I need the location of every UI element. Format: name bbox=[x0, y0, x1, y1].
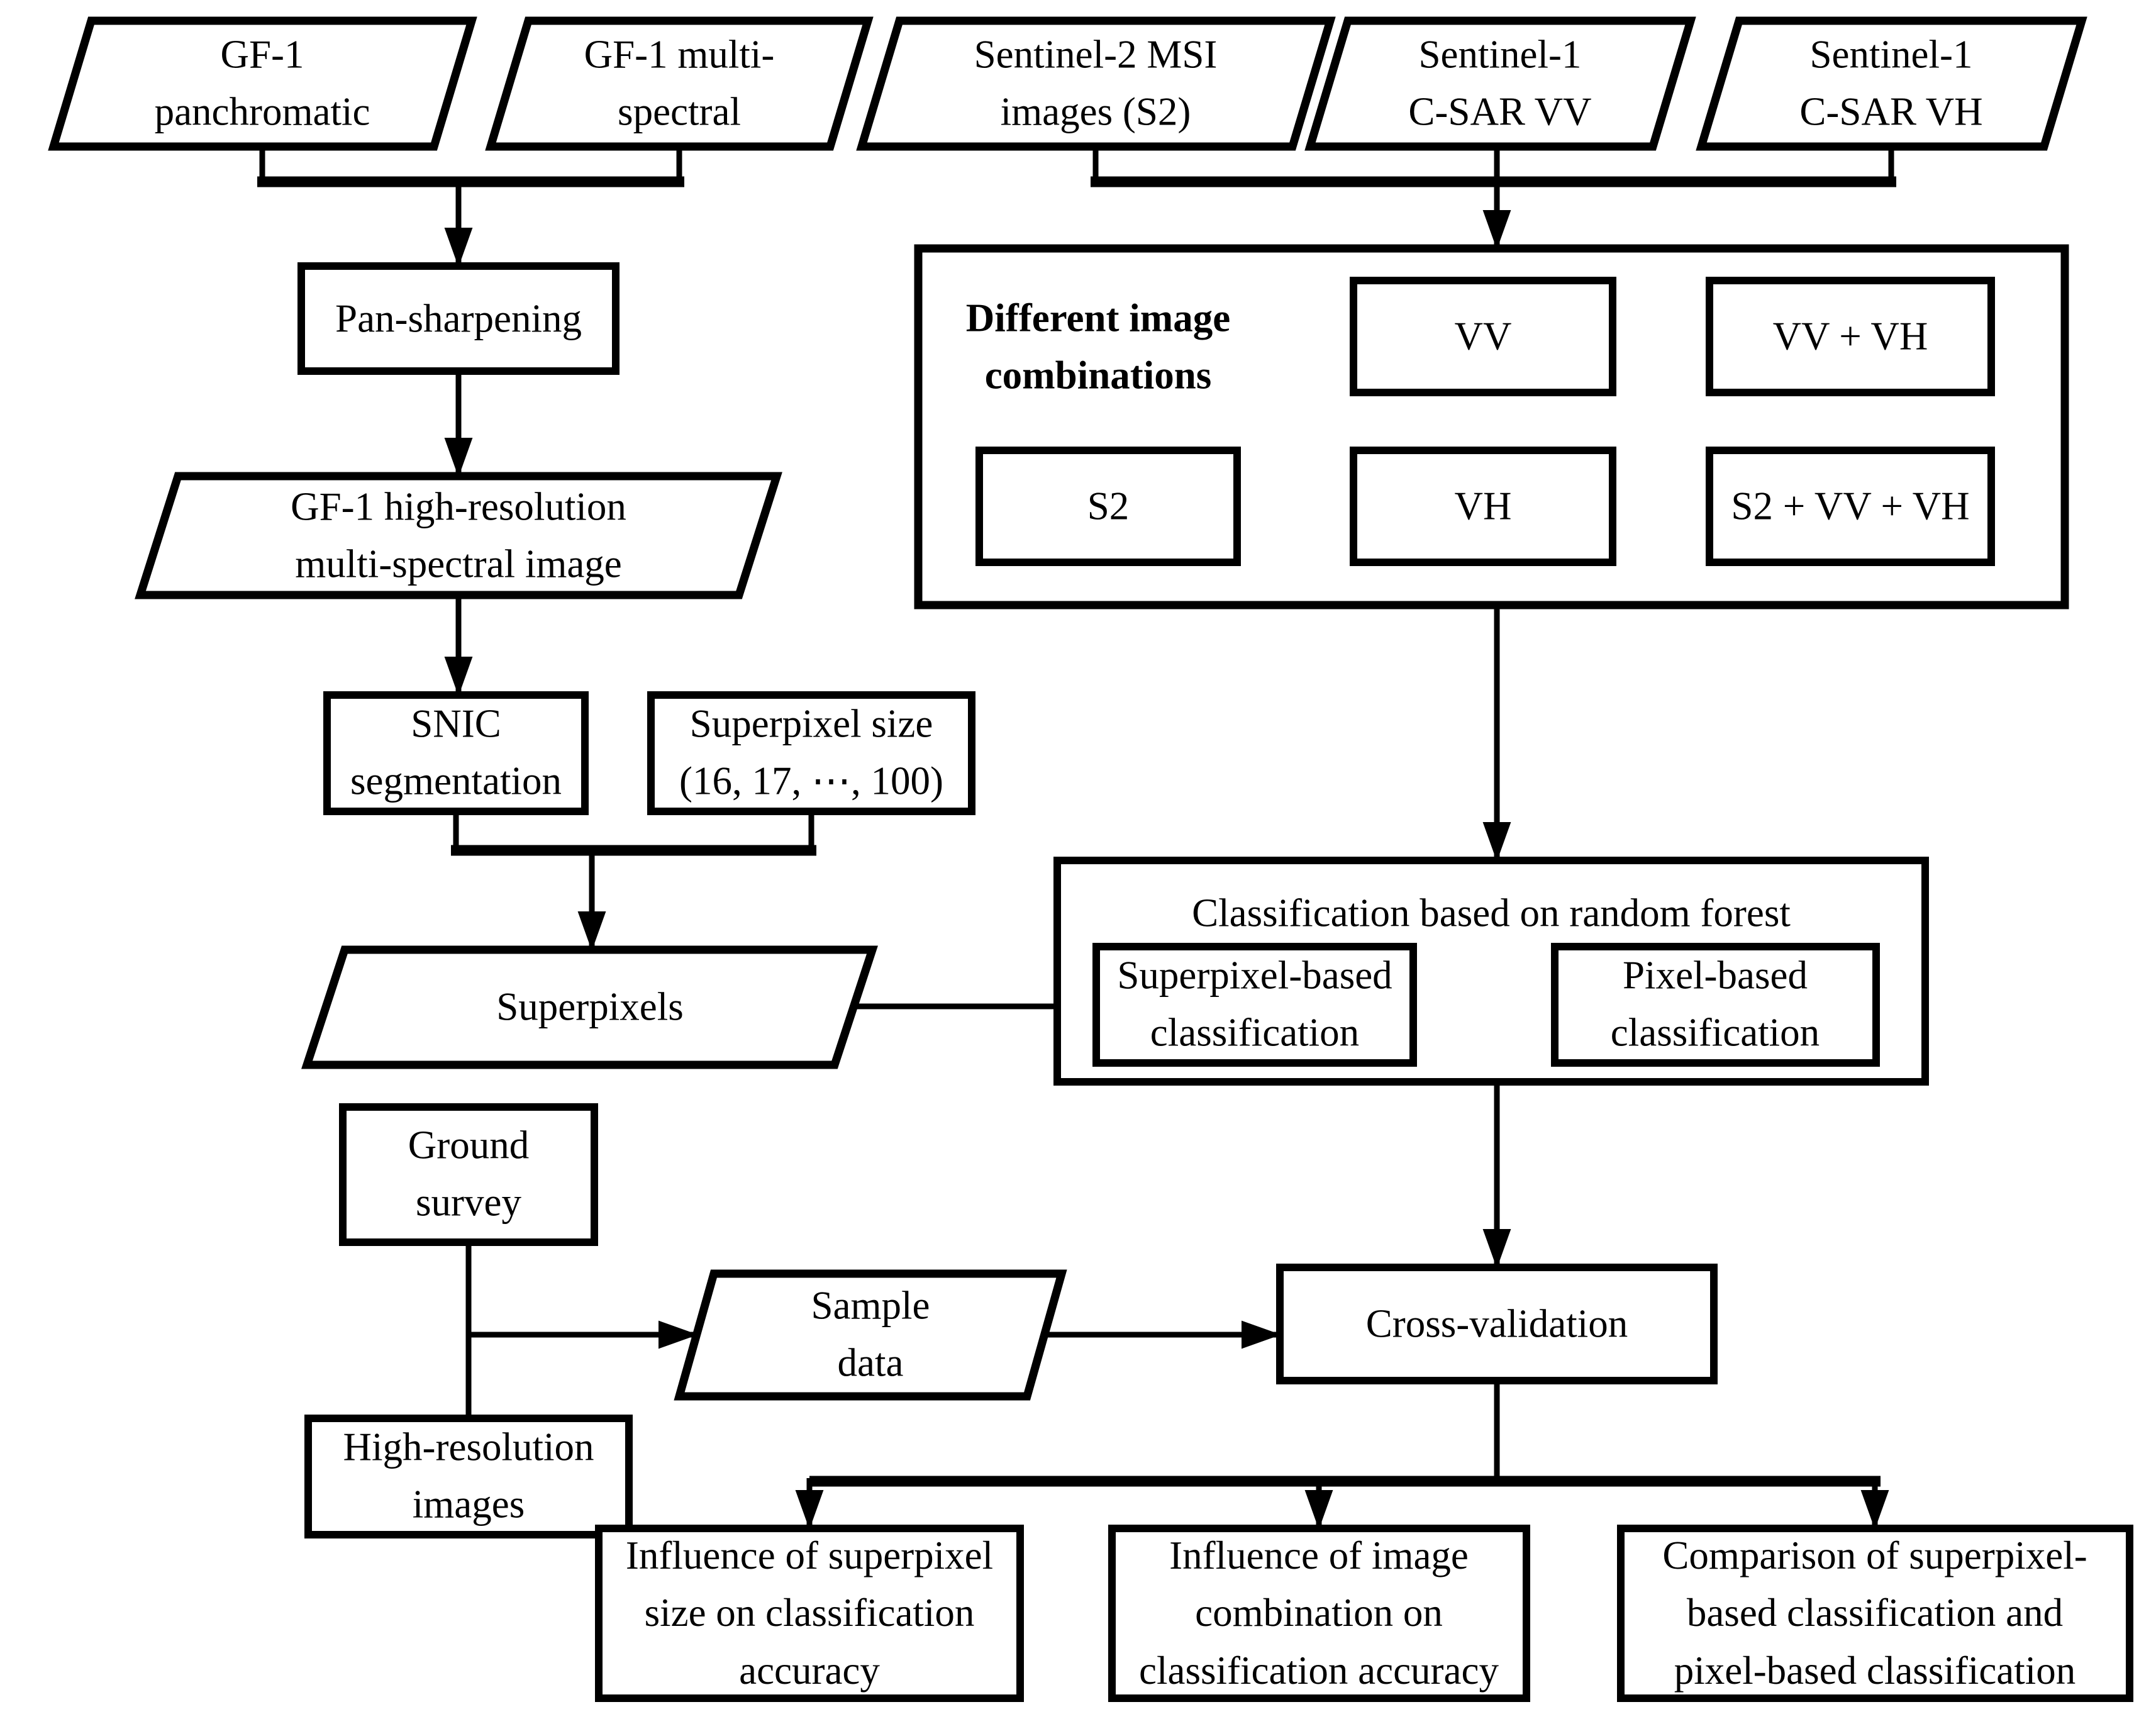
pixel-based-box bbox=[1551, 943, 1880, 1067]
pan-sharpening-label: Pan-sharpening bbox=[335, 296, 582, 341]
sample-data-label: Sample data bbox=[811, 1283, 930, 1385]
gf1-highres-label: GF-1 high-resolution multi-spectral imag… bbox=[291, 484, 626, 586]
combo-s2-label: S2 bbox=[1087, 484, 1130, 528]
combo-vv-vh-box bbox=[1706, 277, 1995, 396]
gf1-highres-parallelogram bbox=[135, 472, 782, 599]
highres-images-label: High-resolution images bbox=[343, 1425, 594, 1527]
sentinel1-vv-parallelogram bbox=[1304, 16, 1696, 151]
combo-vh-box bbox=[1350, 447, 1616, 566]
sample-data-parallelogram bbox=[674, 1269, 1067, 1401]
sentinel1-vh-parallelogram bbox=[1696, 16, 2087, 151]
outcome-image-combination-box bbox=[1108, 1525, 1530, 1702]
outcome-comparison-label: Comparison of superpixel- based classifi… bbox=[1662, 1533, 2087, 1693]
snic-segmentation-box bbox=[323, 691, 589, 815]
snic-label: SNIC segmentation bbox=[350, 701, 562, 803]
pixel-based-label: Pixel-based classification bbox=[1610, 953, 1820, 1055]
sentinel1-vh-label: Sentinel-1 C-SAR VH bbox=[1799, 32, 1983, 134]
combo-s2-box bbox=[975, 447, 1241, 566]
superpixels-label: Superpixels bbox=[496, 984, 684, 1029]
pan-sharpening-box bbox=[297, 262, 620, 375]
superpixel-size-box bbox=[647, 691, 975, 815]
ground-survey-box bbox=[339, 1103, 598, 1246]
sentinel2-msi-label: Sentinel-2 MSI images (S2) bbox=[974, 32, 1218, 134]
outcome-image-combination-label: Influence of image combination on classi… bbox=[1139, 1533, 1499, 1693]
gf1-multispectral-label: GF-1 multi- spectral bbox=[584, 32, 775, 134]
combo-vv-label: VV bbox=[1454, 314, 1512, 359]
superpixels-parallelogram bbox=[301, 945, 878, 1069]
sentinel1-vv-label: Sentinel-1 C-SAR VV bbox=[1408, 32, 1592, 134]
outcome-superpixel-size-box bbox=[595, 1525, 1024, 1702]
superpixel-size-label: Superpixel size (16, 17, ⋯, 100) bbox=[679, 701, 943, 803]
gf1-multispectral-parallelogram bbox=[485, 16, 874, 151]
cross-validation-label: Cross-validation bbox=[1365, 1301, 1628, 1346]
gf1-panchromatic-parallelogram bbox=[48, 16, 477, 151]
combo-vv-box bbox=[1350, 277, 1616, 396]
combo-s2-vv-vh-box bbox=[1706, 447, 1995, 566]
combo-vh-label: VH bbox=[1454, 484, 1512, 528]
superpixel-based-box bbox=[1092, 943, 1417, 1067]
classification-title-label: Classification based on random forest bbox=[1192, 891, 1791, 935]
combo-vv-vh-label: VV + VH bbox=[1772, 314, 1928, 359]
sentinel2-msi-parallelogram bbox=[856, 16, 1336, 151]
highres-images-box bbox=[304, 1415, 633, 1538]
outcome-comparison-box bbox=[1617, 1525, 2133, 1702]
outcome-superpixel-size-label: Influence of superpixel size on classifi… bbox=[625, 1533, 994, 1693]
combo-s2-vv-vh-label: S2 + VV + VH bbox=[1731, 484, 1970, 528]
cross-validation-box bbox=[1276, 1264, 1718, 1384]
gf1-panchromatic-label: GF-1 panchromatic bbox=[154, 32, 370, 134]
ground-survey-label: Ground survey bbox=[408, 1123, 530, 1225]
superpixel-based-label: Superpixel-based classification bbox=[1117, 953, 1392, 1055]
combinations-title-label: Different image combinations bbox=[965, 296, 1231, 398]
